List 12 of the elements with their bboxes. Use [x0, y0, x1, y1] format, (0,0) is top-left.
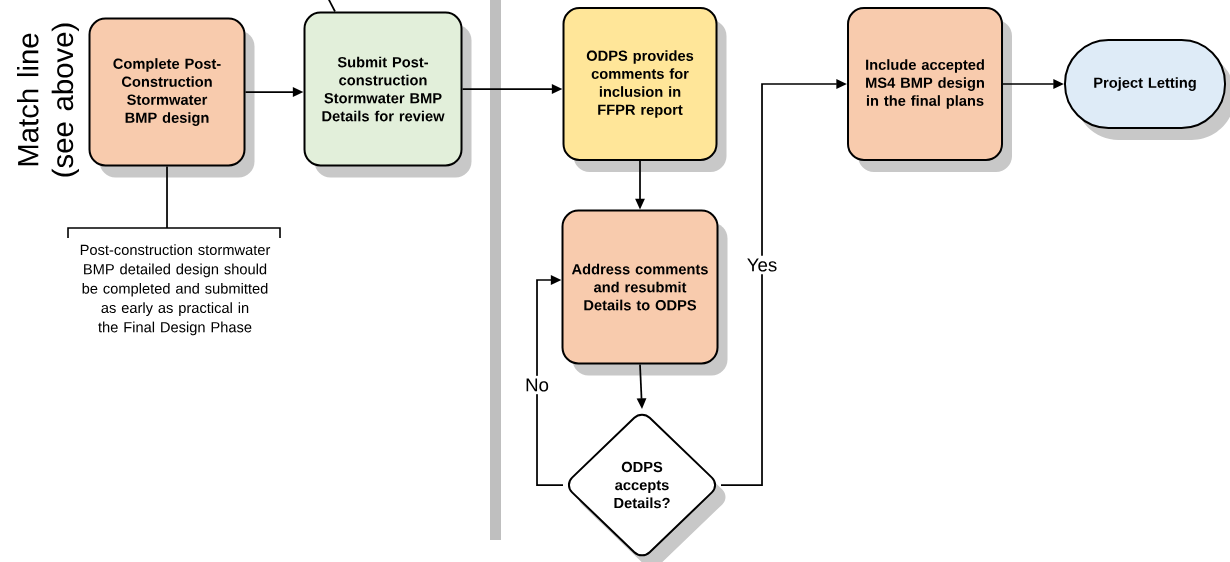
- process-box: Submit Post-construction Stormwater BMP Details for review: [303, 11, 472, 178]
- process-box: Address comments and resubmit Details to ODPS: [561, 209, 728, 376]
- process-box: Complete Post-Construction Stormwater BMP design: [88, 17, 255, 178]
- edge-label: Yes: [744, 255, 780, 275]
- note-text: Post-construction stormwater BMP detailed design should be completed and submitted as early as practical in the Final Design Phase: [80, 244, 271, 336]
- arrow: [536, 275, 564, 486]
- process-box: ODPS provides comments for inclusion in FFPR report: [562, 7, 727, 172]
- terminal-box: Project Letting: [1064, 39, 1230, 140]
- edge-label: No: [522, 375, 552, 395]
- process-box: Include accepted MS4 BMP design in the final plans: [847, 7, 1012, 172]
- leader-line: [327, 0, 336, 13]
- leader-line: [166, 165, 168, 229]
